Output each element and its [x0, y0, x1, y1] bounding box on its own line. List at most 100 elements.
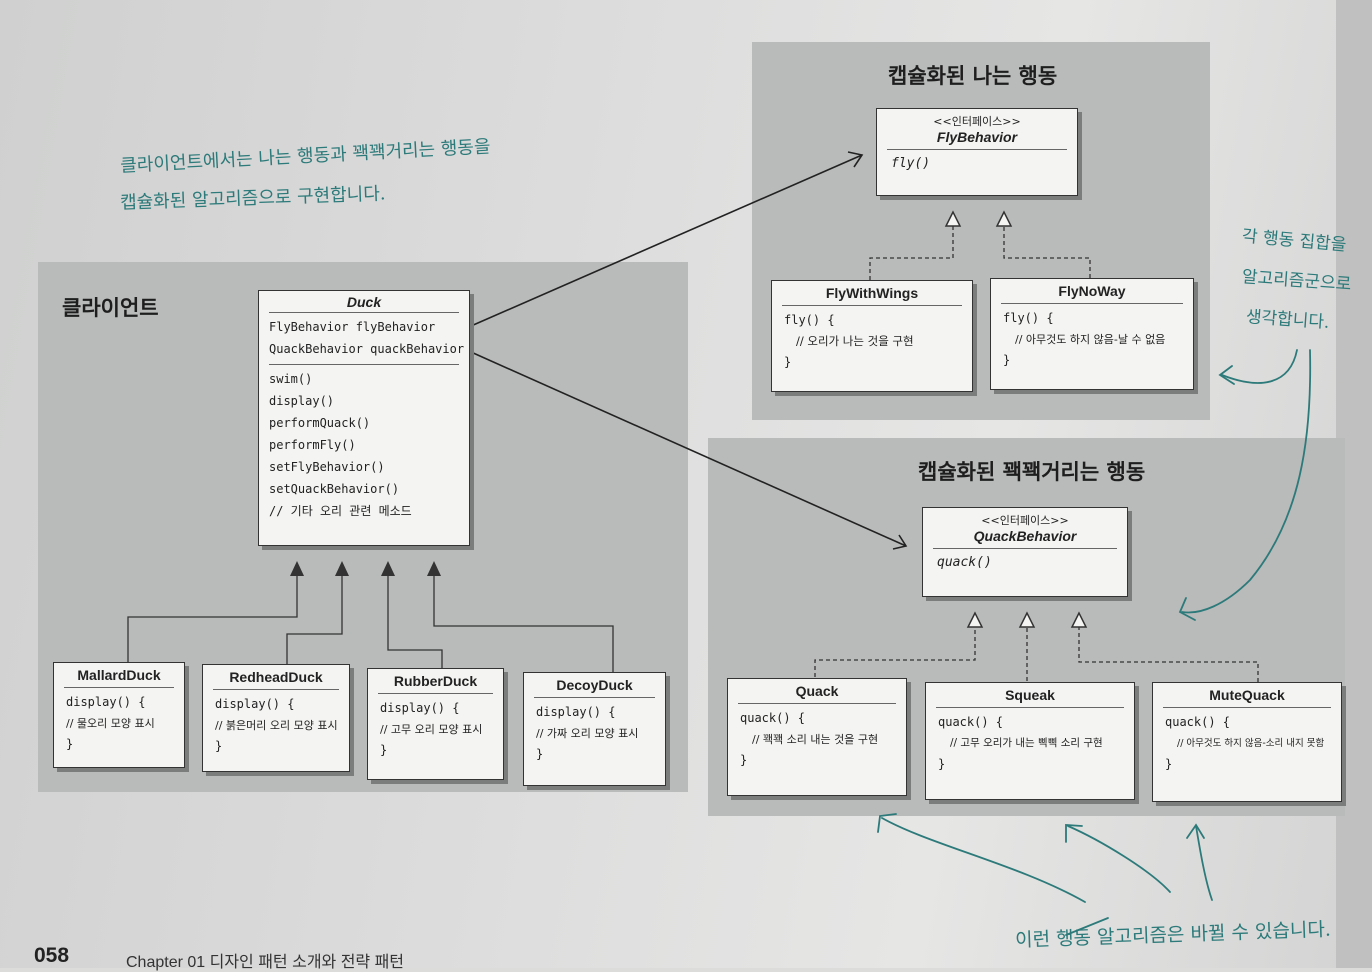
fly-realization-lines	[869, 226, 1091, 280]
squeak-body: quack() { // 고무 오리가 내는 삑삑 소리 구현 }	[926, 708, 1134, 775]
quack-panel-title: 캡슐화된 꽥꽥거리는 행동	[918, 460, 1146, 484]
rubberduck-line1: display() {	[380, 701, 460, 715]
redheadduck-class-box: RedheadDuck display() { // 붉은머리 오리 모양 표시…	[202, 664, 350, 772]
redheadduck-line3: }	[215, 739, 223, 753]
squeak-line3: }	[938, 757, 946, 771]
quack-realization-lines	[814, 627, 1259, 682]
flynoway-name: FlyNoWay	[1058, 283, 1126, 299]
duck-class-name: Duck	[346, 294, 382, 310]
flywithwings-line2: // 오리가 나는 것을 구현	[796, 334, 914, 348]
quack-body: quack() { // 꽥꽥 소리 내는 것을 구현 }	[728, 704, 906, 771]
duck-field-quack: QuackBehavior quackBehavior	[269, 342, 465, 356]
mallardduck-line1: display() {	[66, 695, 146, 709]
rubberduck-divider	[378, 693, 493, 694]
decoyduck-line2: // 가짜 오리 모양 표시	[536, 727, 639, 740]
redheadduck-line2: // 붉은머리 오리 모양 표시	[215, 719, 338, 732]
squeak-line2: // 고무 오리가 내는 삑삑 소리 구현	[950, 737, 1103, 749]
duck-inheritance-arrowheads	[290, 561, 441, 576]
flywithwings-line1: fly() {	[784, 313, 835, 327]
duck-method-setflybehavior: setFlyBehavior()	[269, 460, 385, 474]
quack-divider	[738, 703, 896, 704]
flynoway-line3: }	[1003, 353, 1011, 367]
flynoway-class-box: FlyNoWay fly() { // 아무것도 하지 않음-날 수 없음 }	[990, 278, 1194, 390]
duck-method-comment: // 기타 오리 관련 메소드	[269, 504, 412, 518]
duck-class-box: Duck FlyBehavior flyBehavior QuackBehavi…	[258, 290, 470, 546]
duck-field-fly: FlyBehavior flyBehavior	[269, 320, 436, 334]
decoyduck-body: display() { // 가짜 오리 모양 표시 }	[524, 698, 665, 765]
quack-realization-arrowheads	[966, 611, 1088, 628]
flynoway-line1: fly() {	[1003, 311, 1054, 325]
mallardduck-line3: }	[66, 737, 74, 751]
quackbehavior-method: quack()	[937, 555, 992, 570]
decoyduck-class-box: DecoyDuck display() { // 가짜 오리 모양 표시 }	[523, 672, 666, 786]
mutequack-name: MuteQuack	[1209, 687, 1285, 703]
rubberduck-line2: // 고무 오리 모양 표시	[380, 723, 483, 736]
quackbehavior-interface-box: <<인터페이스>> QuackBehavior quack()	[922, 507, 1128, 597]
redheadduck-line1: display() {	[215, 697, 295, 711]
flywithwings-divider	[782, 305, 962, 306]
redheadduck-name: RedheadDuck	[229, 669, 323, 685]
duck-method-display: display()	[269, 394, 335, 408]
duck-name-divider	[269, 312, 459, 313]
squeak-name: Squeak	[1005, 687, 1055, 703]
mutequack-divider	[1163, 707, 1331, 708]
flybehavior-divider	[887, 149, 1067, 150]
flynoway-line2: // 아무것도 하지 않음-날 수 없음	[1015, 333, 1166, 346]
mallardduck-divider	[64, 687, 174, 688]
flybehavior-stereotype: <<인터페이스>>	[933, 115, 1021, 128]
mallardduck-body: display() { // 물오리 모양 표시 }	[54, 688, 184, 755]
mallardduck-name: MallardDuck	[77, 667, 161, 683]
duck-method-performquack: performQuack()	[269, 416, 371, 430]
squeak-divider	[936, 707, 1124, 708]
flybehavior-method: fly()	[891, 156, 931, 171]
duck-method-performfly: performFly()	[269, 438, 356, 452]
rubberduck-line3: }	[380, 743, 388, 757]
decoyduck-name: DecoyDuck	[556, 677, 633, 693]
quack-name: Quack	[795, 683, 839, 699]
quack-line2: // 꽥꽥 소리 내는 것을 구현	[752, 733, 879, 746]
mallardduck-class-box: MallardDuck display() { // 물오리 모양 표시 }	[53, 662, 185, 768]
client-panel-title: 클라이언트	[62, 296, 159, 320]
squeak-class-box: Squeak quack() { // 고무 오리가 내는 삑삑 소리 구현 }	[925, 682, 1135, 800]
quack-line3: }	[740, 753, 748, 767]
decoyduck-line1: display() {	[536, 705, 616, 719]
association-arrows	[470, 151, 908, 550]
rubberduck-class-box: RubberDuck display() { // 고무 오리 모양 표시 }	[367, 668, 504, 780]
flywithwings-body: fly() { // 오리가 나는 것을 구현 }	[772, 306, 972, 373]
handwritten-arrows	[877, 349, 1312, 936]
duck-method-setquackbehavior: setQuackBehavior()	[269, 482, 400, 496]
mutequack-class-box: MuteQuack quack() { // 아무것도 하지 않음-소리 내지 …	[1152, 682, 1342, 802]
mutequack-line3: }	[1165, 757, 1173, 771]
quackbehavior-divider	[933, 548, 1117, 549]
rubberduck-name: RubberDuck	[393, 673, 478, 689]
duck-method-swim: swim()	[269, 372, 313, 386]
quack-class-box: Quack quack() { // 꽥꽥 소리 내는 것을 구현 }	[727, 678, 907, 796]
mallardduck-line2: // 물오리 모양 표시	[66, 717, 155, 730]
decoyduck-line3: }	[536, 747, 544, 761]
quackbehavior-name: QuackBehavior	[973, 528, 1077, 544]
redheadduck-body: display() { // 붉은머리 오리 모양 표시 }	[203, 690, 349, 757]
flywithwings-line3: }	[784, 355, 792, 369]
fly-panel-title: 캡슐화된 나는 행동	[888, 64, 1058, 88]
decoyduck-divider	[534, 697, 655, 698]
flybehavior-interface-box: <<인터페이스>> FlyBehavior fly()	[876, 108, 1078, 196]
page-number: 058	[34, 944, 70, 967]
flybehavior-name: FlyBehavior	[936, 129, 1018, 145]
fly-realization-arrowheads	[944, 210, 1013, 227]
flywithwings-name: FlyWithWings	[825, 285, 919, 301]
squeak-line1: quack() {	[938, 715, 1004, 729]
duck-fields-divider	[269, 364, 459, 365]
quackbehavior-stereotype: <<인터페이스>>	[981, 514, 1069, 527]
mutequack-line2: // 아무것도 하지 않음-소리 내지 못함	[1177, 738, 1325, 749]
duck-inheritance-lines	[127, 575, 614, 672]
redheadduck-divider	[213, 689, 339, 690]
rubberduck-body: display() { // 고무 오리 모양 표시 }	[368, 694, 503, 761]
flynoway-body: fly() { // 아무것도 하지 않음-날 수 없음 }	[991, 304, 1193, 371]
mutequack-line1: quack() {	[1165, 715, 1231, 729]
flywithwings-class-box: FlyWithWings fly() { // 오리가 나는 것을 구현 }	[771, 280, 973, 392]
chapter-title: Chapter 01 디자인 패턴 소개와 전략 패턴	[126, 954, 405, 971]
mutequack-body: quack() { // 아무것도 하지 않음-소리 내지 못함 }	[1153, 708, 1341, 775]
quack-line1: quack() {	[740, 711, 806, 725]
flynoway-divider	[1001, 303, 1183, 304]
